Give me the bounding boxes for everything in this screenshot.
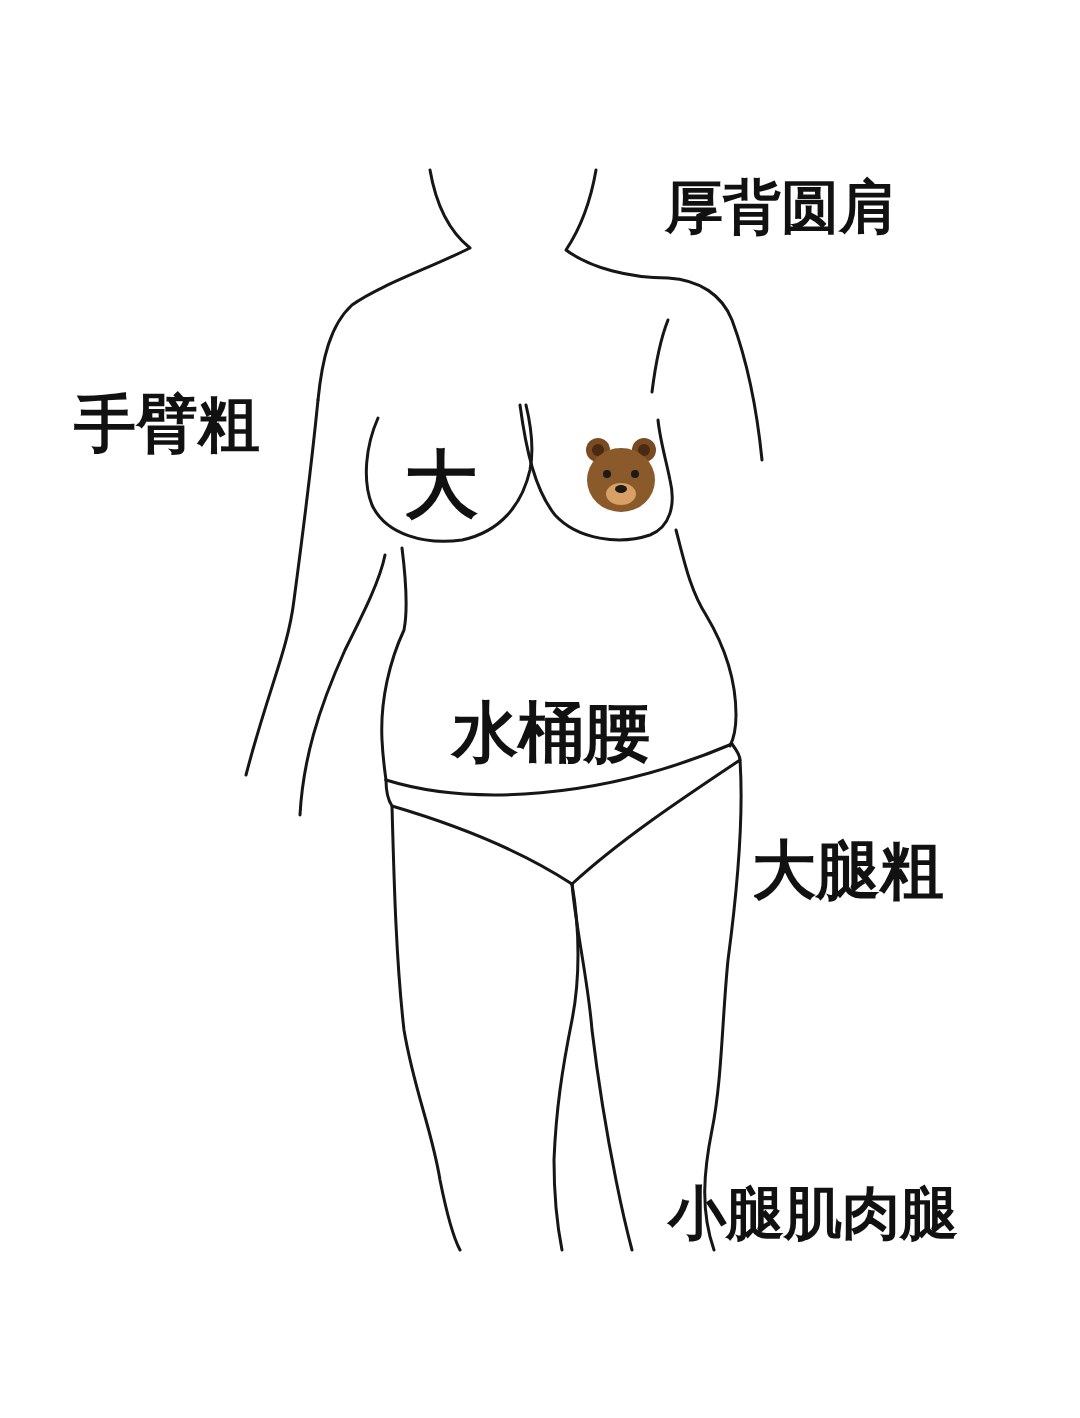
torso-right — [676, 530, 736, 746]
torso-left — [382, 548, 406, 780]
right-arm-inner — [652, 320, 668, 392]
left-leg-outer — [392, 806, 460, 1250]
left-neck-shoulder — [318, 170, 470, 400]
left-leg-inner — [554, 884, 578, 1250]
left-breast — [366, 405, 532, 541]
right-leg-outer — [705, 760, 741, 1250]
chest-label: 大 — [404, 447, 478, 521]
waist-label: 水桶腰 — [452, 700, 650, 766]
thigh-label: 大腿粗 — [752, 838, 944, 902]
bear-emoji — [586, 438, 656, 512]
left-arm-outer — [246, 400, 318, 775]
briefs-left — [386, 780, 572, 884]
arm-label: 手臂粗 — [74, 393, 260, 455]
right-breast — [520, 405, 672, 540]
left-arm-inner — [300, 555, 385, 815]
calf-label: 小腿肌肉腿 — [668, 1184, 958, 1242]
back-shoulder-label: 厚背圆肩 — [665, 178, 897, 236]
right-leg-inner — [572, 884, 632, 1250]
